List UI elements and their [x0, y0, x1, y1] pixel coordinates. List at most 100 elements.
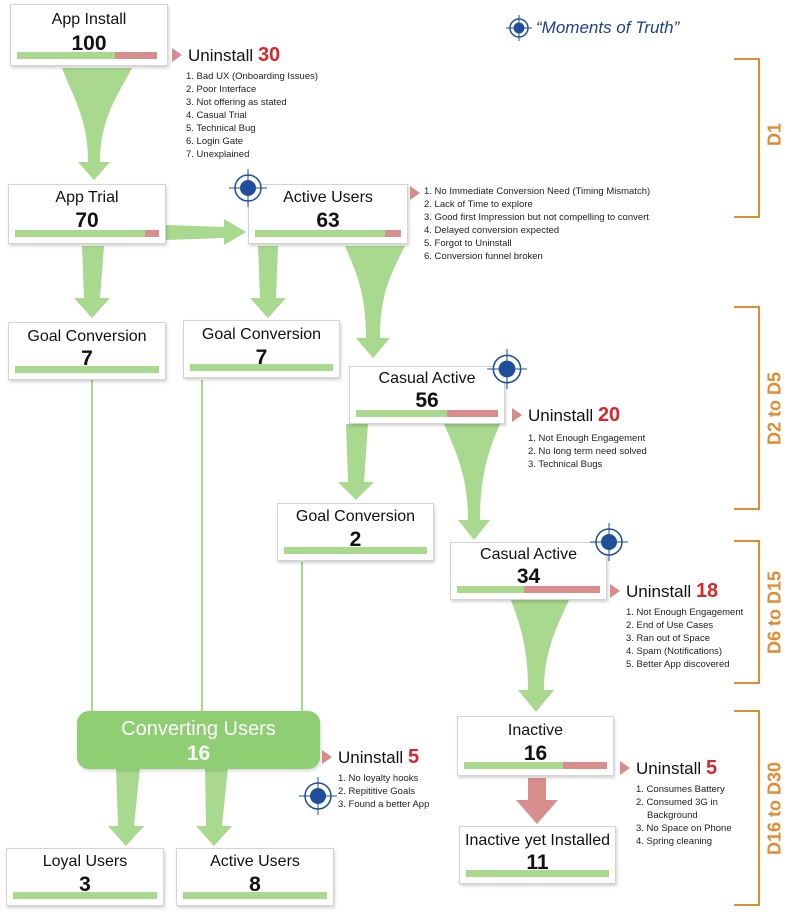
reason-item: 1. Consumes Battery	[636, 784, 725, 795]
reason-item: 4. Spring cleaning	[636, 836, 713, 847]
node-title: Casual Active	[480, 546, 577, 563]
share-bar	[15, 366, 159, 373]
share-bar	[466, 870, 609, 877]
node-goal-conversion-3: Goal Conversion 2	[277, 503, 434, 561]
phase-tick	[734, 58, 760, 60]
node-title: Active Users	[283, 189, 373, 206]
phase-bracket-d2-d5	[758, 306, 760, 510]
moments-of-truth-label: “Moments of Truth”	[536, 18, 680, 37]
phase-tick	[734, 682, 760, 684]
pointer-arrow-icon	[620, 761, 630, 775]
share-bar	[183, 892, 327, 899]
reason-item: 3. Found a better App	[338, 799, 430, 810]
node-goal-conversion-2: Goal Conversion 7	[183, 320, 340, 378]
node-title: Converting Users	[121, 718, 276, 740]
reason-item: 6. Login Gate	[186, 136, 244, 147]
uninstall-count: 20	[597, 404, 621, 426]
pointer-arrow-icon	[322, 750, 332, 764]
funnel-converting-to-loyal	[108, 768, 144, 846]
uninstall-count: 18	[695, 580, 719, 602]
reason-item: 4. Spam (Notifications)	[626, 646, 723, 657]
node-value: 8	[249, 873, 261, 896]
reason-item: 3. No Space on Phone	[636, 823, 732, 834]
funnel-active-to-goal	[250, 246, 286, 318]
reason-item: 3. Technical Bugs	[528, 459, 603, 470]
phase-tick	[734, 508, 760, 510]
node-goal-conversion-1: Goal Conversion 7	[8, 322, 166, 380]
phase-tick	[734, 710, 760, 712]
node-title: Inactive	[507, 722, 564, 739]
uninstall-label-casual2: Uninstall 18	[610, 580, 718, 603]
node-title: App Trial	[55, 189, 119, 206]
funnel-casual2-to-inactive	[510, 598, 570, 712]
reason-item: 4. Casual Trial	[186, 110, 247, 121]
node-title: Goal Conversion	[201, 326, 322, 343]
node-title: App Install	[51, 11, 127, 28]
funnel-converting-to-active	[196, 768, 232, 846]
reason-item: 7. Unexplained	[186, 149, 250, 160]
reason-item: 4. Delayed conversion expected	[424, 225, 560, 236]
reason-item: 5. Technical Bug	[186, 123, 256, 134]
crosshair-target-icon	[487, 349, 527, 389]
share-bar	[190, 364, 333, 371]
node-active-users-final: Active Users 8	[176, 848, 334, 906]
share-bar	[13, 892, 157, 899]
node-app-install: App Install 100	[10, 4, 168, 66]
reason-item: 1. Not Enough Engagement	[528, 433, 646, 444]
pointer-arrow-icon	[610, 584, 620, 598]
reason-item: 2. No long term need solved	[528, 446, 647, 457]
node-inactive: Inactive 16	[457, 716, 614, 776]
crosshair-target-icon	[229, 169, 267, 207]
node-value: 100	[71, 32, 107, 55]
reason-item: 3. Ran out of Space	[626, 633, 710, 644]
uninstall-count: 30	[257, 44, 281, 66]
node-value: 70	[75, 209, 99, 232]
node-casual-active-2: Casual Active 34	[450, 542, 607, 600]
arrow-trial-to-active	[166, 219, 246, 245]
node-value: 56	[415, 389, 439, 412]
node-casual-active-1: Casual Active 56	[349, 366, 505, 424]
pointer-arrow-icon	[410, 184, 426, 204]
share-bar	[464, 762, 607, 769]
reason-item: 5. Forgot to Uninstall	[424, 238, 512, 249]
reason-item: 1. No loyalty hooks	[338, 773, 419, 784]
funnel-trial-to-goal	[74, 246, 110, 318]
uninstall-text: Uninstall	[188, 46, 254, 65]
phase-bracket-d1	[758, 58, 760, 218]
crosshair-target-icon	[506, 15, 532, 41]
uninstall-text: Uninstall	[528, 406, 594, 425]
node-title: Active Users	[210, 853, 300, 870]
uninstall-text: Uninstall	[636, 759, 702, 778]
uninstall-count: 5	[407, 746, 420, 768]
uninstall-label-casual: Uninstall 20	[512, 404, 620, 427]
share-bar	[356, 410, 498, 417]
phase-label-d1: D1	[764, 123, 785, 147]
reason-list-casual: 1. Not Enough Engagement 2. No long term…	[528, 432, 647, 471]
reason-list-converting: 1. No loyalty hooks 2. Repititive Goals …	[338, 772, 429, 811]
reason-item: 1. No Immediate Conversion Need (Timing …	[424, 186, 651, 197]
node-title: Casual Active	[378, 370, 476, 387]
reason-item: 2. Lack of Time to explore	[424, 199, 533, 210]
phase-label-d16-d30: D16 to D30	[764, 761, 785, 856]
uninstall-count: 5	[705, 757, 718, 779]
arrow-inactive-to-installed	[516, 778, 558, 824]
funnel-active-to-casual	[345, 246, 405, 358]
uninstall-text: Uninstall	[626, 582, 692, 601]
uninstall-label-inactive: Uninstall 5	[620, 757, 717, 780]
crosshair-target-icon	[299, 777, 337, 815]
reason-list-active: 1. No Immediate Conversion Need (Timing …	[424, 185, 650, 263]
phase-label-d2-d5: D2 to D5	[764, 372, 785, 446]
pointer-arrow-icon	[512, 408, 522, 422]
funnel-casual-to-goal	[338, 424, 374, 500]
phase-tick	[734, 306, 760, 308]
node-value: 34	[516, 565, 541, 588]
node-value: 7	[255, 346, 268, 369]
node-title: Loyal Users	[42, 853, 128, 870]
reason-item: 3. Good first Impression but not compell…	[424, 212, 649, 223]
reason-list-inactive: 1. Consumes Battery 2. Consumed 3G in Ba…	[636, 783, 754, 848]
node-converting-users: Converting Users 16	[77, 711, 320, 769]
reason-list-casual2: 1. Not Enough Engagement 2. End of Use C…	[626, 606, 743, 671]
crosshair-target-icon	[590, 523, 628, 561]
reason-item: 2. End of Use Cases	[626, 620, 714, 631]
